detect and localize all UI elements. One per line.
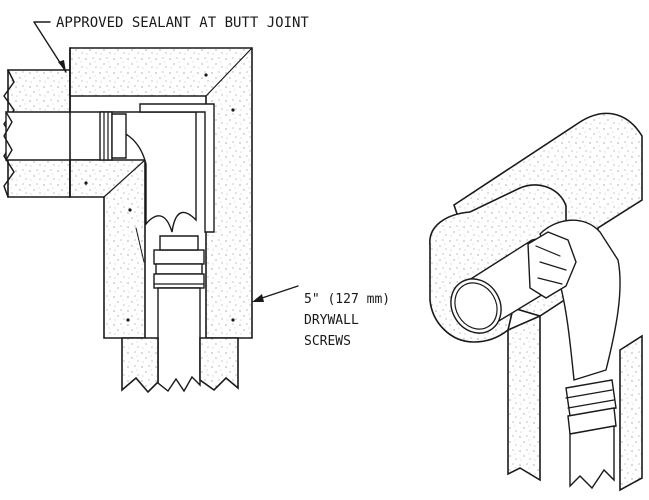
vertical-insulation-run [121, 337, 239, 394]
horizontal-insulation-run [3, 69, 103, 198]
isometric-view [429, 112, 643, 492]
section-view [3, 21, 299, 394]
sealant-label: APPROVED SEALANT AT BUTT JOINT [56, 15, 309, 31]
screw-type-label-line1: DRYWALL [304, 313, 359, 328]
screw-type-label-line2: SCREWS [304, 334, 351, 349]
screw-size-label: 5" (127 mm) [304, 292, 390, 307]
elbow-pipe [99, 103, 215, 393]
